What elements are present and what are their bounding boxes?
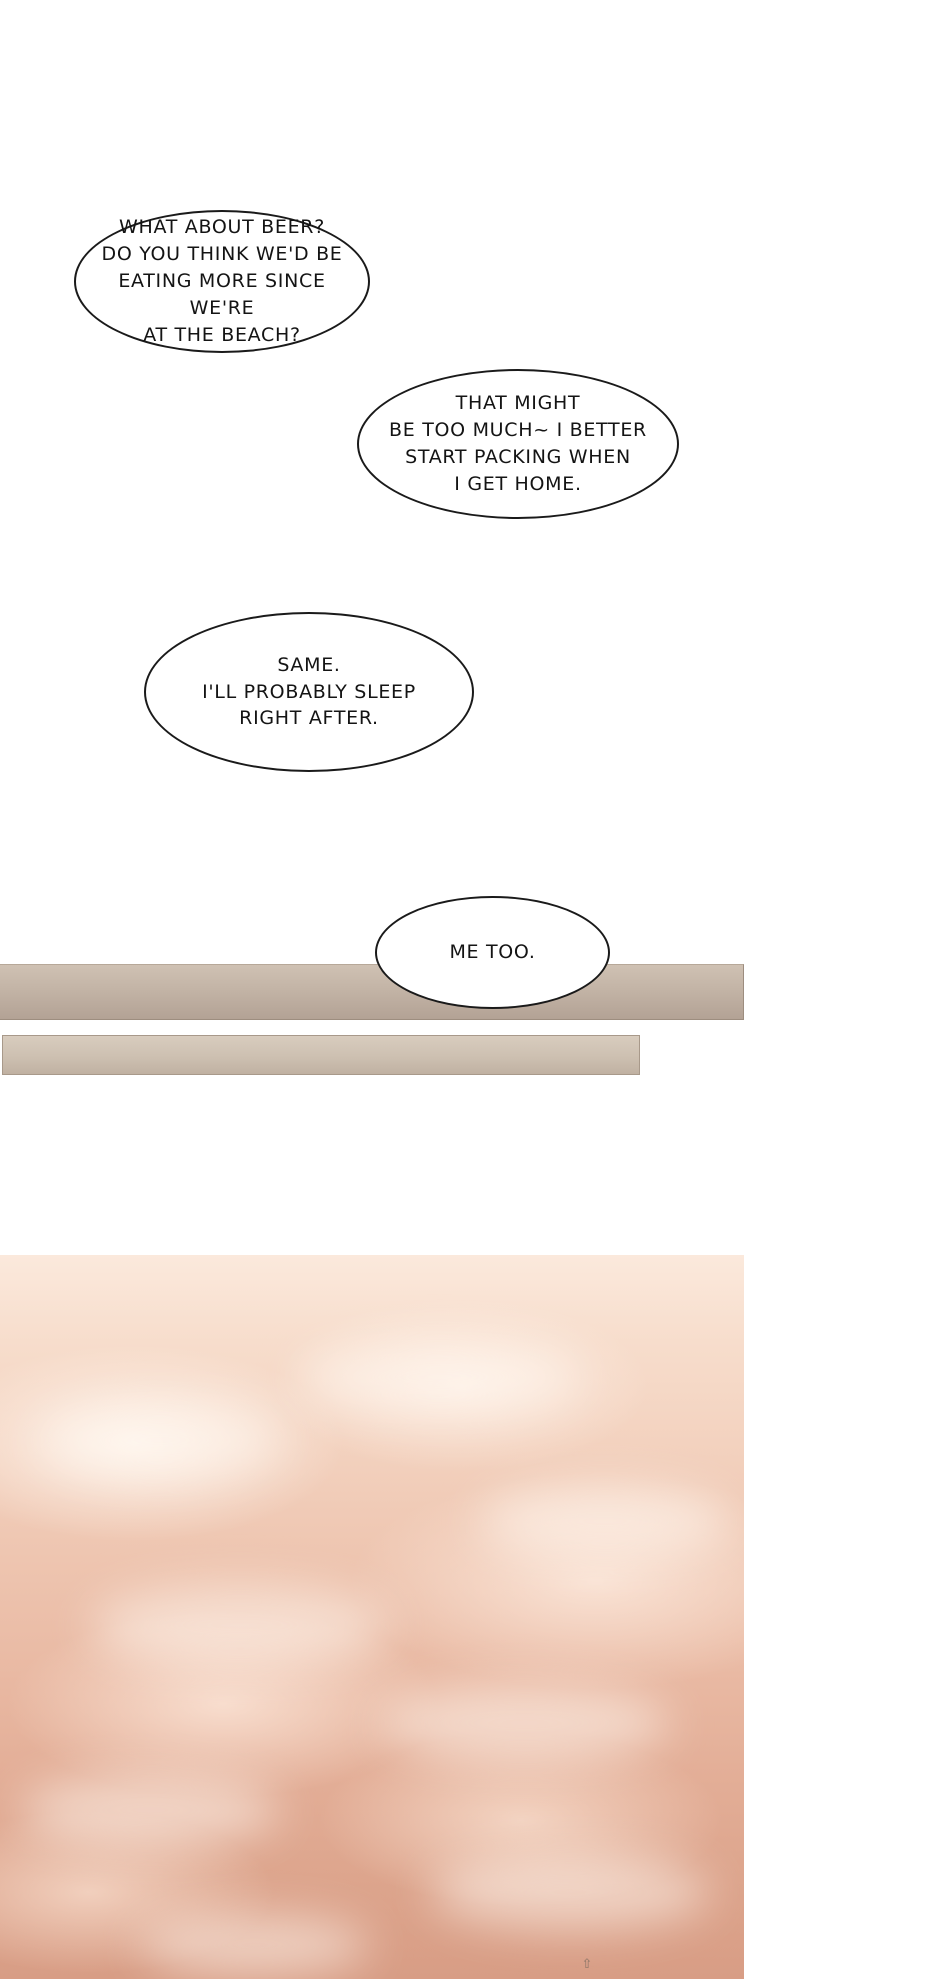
wooden-surface-upper [0, 964, 744, 1020]
speech-bubble-4: ME TOO. [375, 896, 610, 1009]
scroll-up-icon[interactable]: ⇧ [581, 1956, 593, 1972]
speech-bubble-2-text: THAT MIGHT BE TOO MUCH~ I BETTER START P… [389, 392, 647, 495]
cloud-wisp [480, 1485, 730, 1557]
speech-bubble-2: THAT MIGHT BE TOO MUCH~ I BETTER START P… [357, 369, 679, 519]
speech-bubble-3-text: SAME. I'LL PROBABLY SLEEP RIGHT AFTER. [202, 653, 416, 730]
speech-bubble-4-text: ME TOO. [449, 941, 536, 964]
cloud-wisp [300, 1345, 580, 1409]
cloud-wisp [90, 1585, 390, 1665]
speech-bubble-3: SAME. I'LL PROBABLY SLEEP RIGHT AFTER. [144, 612, 474, 772]
cloud-wisp [140, 1915, 370, 1975]
cloud-wisp [40, 1405, 280, 1475]
speech-bubble-1: WHAT ABOUT BEER? DO YOU THINK WE'D BE EA… [74, 210, 370, 353]
speech-bubble-1-text: WHAT ABOUT BEER? DO YOU THINK WE'D BE EA… [101, 216, 343, 346]
cloud-wisp [430, 1855, 710, 1929]
cloud-wisp [380, 1685, 670, 1761]
sunset-sky-background [0, 1255, 744, 1979]
wooden-surface-lower [2, 1035, 640, 1075]
cloud-wisp [20, 1775, 280, 1845]
